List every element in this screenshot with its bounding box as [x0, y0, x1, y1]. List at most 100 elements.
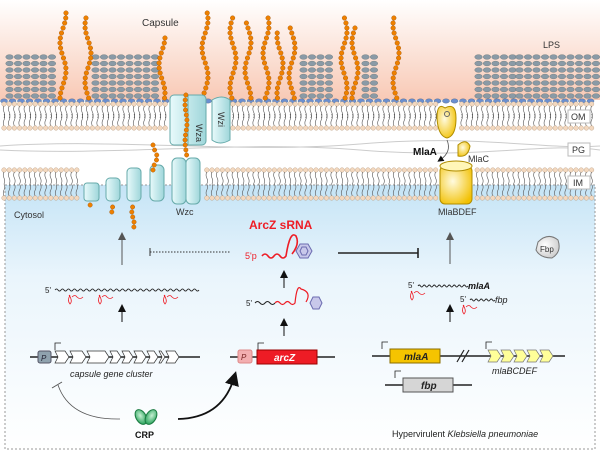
lipid-tail: [408, 113, 411, 127]
lipid-tail: [413, 183, 416, 197]
lipid-head: [204, 195, 210, 201]
mlaA-gene[interactable]: [389, 348, 441, 364]
mlaC-protein[interactable]: [457, 141, 471, 157]
capsule-polysaccharide-bead: [351, 50, 357, 56]
lipid-head: [537, 125, 543, 131]
hfq-precursor-icon: [309, 296, 323, 310]
capsule-polysaccharide-bead: [243, 75, 249, 81]
lipid-head: [1, 167, 7, 173]
lipid-tail: [2, 113, 6, 127]
arcz-gene[interactable]: [256, 349, 318, 365]
lipid-head: [464, 125, 470, 131]
lipid-tail: [320, 171, 323, 185]
capsule-polysaccharide-bead: [162, 35, 168, 41]
lipid-tail: [387, 171, 390, 185]
fbp-protein[interactable]: [535, 236, 560, 259]
lps-o-antigen: [108, 80, 117, 86]
fbp-gene[interactable]: [402, 377, 454, 393]
lipid-head: [287, 167, 293, 173]
capsule-gene: [109, 350, 122, 364]
lipid-tail: [288, 183, 292, 197]
lps-o-antigen: [549, 54, 558, 60]
lipid-head: [230, 101, 236, 107]
capsule-gene: [121, 350, 134, 364]
lps-o-antigen: [515, 93, 524, 99]
capsule-polysaccharide-bead: [266, 20, 272, 26]
lipid-tail: [429, 183, 432, 197]
lps-o-antigen: [592, 54, 600, 60]
fbp-mrna-5prime: 5': [460, 295, 466, 304]
wzi-protein[interactable]: [211, 96, 231, 144]
capsule-polysaccharide-bead: [394, 40, 400, 46]
lipid-head: [58, 167, 64, 173]
wzc-protein[interactable]: [171, 157, 201, 205]
lipid-head: [84, 101, 90, 107]
capsule-promoter: [37, 350, 52, 364]
lipid-tail: [236, 113, 240, 127]
lipid-head: [578, 195, 584, 201]
lps-o-antigen: [134, 86, 142, 93]
mlaBCDEF-operon[interactable]: [487, 349, 554, 363]
lipid-head: [344, 195, 350, 201]
capsule-polysaccharide-bead: [266, 75, 272, 81]
lipid-tail: [252, 113, 255, 127]
mla-operon-gene: [487, 349, 502, 363]
lipid-head: [516, 101, 522, 107]
lipid-head: [339, 195, 345, 201]
lipid-head: [578, 167, 584, 173]
lipid-tail: [231, 113, 234, 127]
crp-protein[interactable]: [133, 408, 160, 427]
lipid-head: [17, 125, 23, 131]
capsule-polysaccharide-bead: [396, 55, 402, 61]
lipid-tail: [314, 171, 318, 185]
capsule-polysaccharide-bead: [156, 65, 162, 71]
mlaBDEF-complex[interactable]: [439, 160, 473, 205]
lps-o-antigen: [370, 80, 378, 86]
lps-o-antigen: [325, 73, 333, 80]
lps-layer: [5, 54, 600, 99]
lipid-tail: [325, 183, 328, 197]
lipid-tail: [158, 113, 162, 127]
lps-o-antigen: [483, 93, 491, 99]
lipid-head: [526, 125, 532, 131]
lipid-head: [516, 125, 522, 131]
mlaA-protein-label: MlaA: [413, 147, 437, 158]
export-bead: [150, 142, 156, 148]
lps-o-antigen: [22, 54, 31, 60]
capsule-polysaccharide-bead: [242, 70, 248, 76]
lipid-head: [240, 167, 246, 173]
lipid-head: [230, 167, 236, 173]
lipid-head: [43, 167, 49, 173]
lps-o-antigen: [325, 93, 333, 99]
lipid-head: [105, 125, 111, 131]
capsule-polysaccharide-bead: [199, 40, 205, 46]
capsule-polysaccharide-bead: [248, 35, 254, 41]
capsule-polysaccharide-bead: [392, 90, 398, 96]
lipid-tail: [283, 171, 286, 185]
capsule-polysaccharide-bead: [341, 70, 347, 76]
lps-o-antigen: [100, 93, 108, 99]
capsule-polysaccharide-bead: [344, 80, 350, 86]
capsule-polysaccharide-bead: [278, 50, 284, 56]
arcz-gene-label: arcZ: [274, 353, 296, 364]
arcz-srna-molecule[interactable]: [261, 234, 299, 259]
lps-o-antigen: [532, 67, 541, 73]
lipid-tail: [226, 171, 229, 185]
lipid-tail: [538, 171, 541, 185]
capsule-polysaccharide-bead: [63, 10, 69, 16]
capsule-polysaccharide-bead: [162, 95, 168, 101]
lps-o-antigen: [91, 80, 100, 86]
lps-o-antigen: [532, 93, 541, 99]
lipid-head: [261, 125, 267, 131]
lps-o-antigen: [500, 73, 508, 80]
capsule-mrna-5prime: 5': [45, 286, 51, 295]
lipid-head: [396, 125, 402, 131]
lps-o-antigen: [14, 80, 22, 86]
lipid-head: [219, 195, 225, 201]
lipid-head: [323, 195, 329, 201]
lipid-head: [474, 125, 480, 131]
lipid-head: [563, 167, 569, 173]
lipid-head: [266, 167, 272, 173]
mlaA-protein[interactable]: [436, 105, 457, 139]
lipid-head: [37, 125, 43, 131]
